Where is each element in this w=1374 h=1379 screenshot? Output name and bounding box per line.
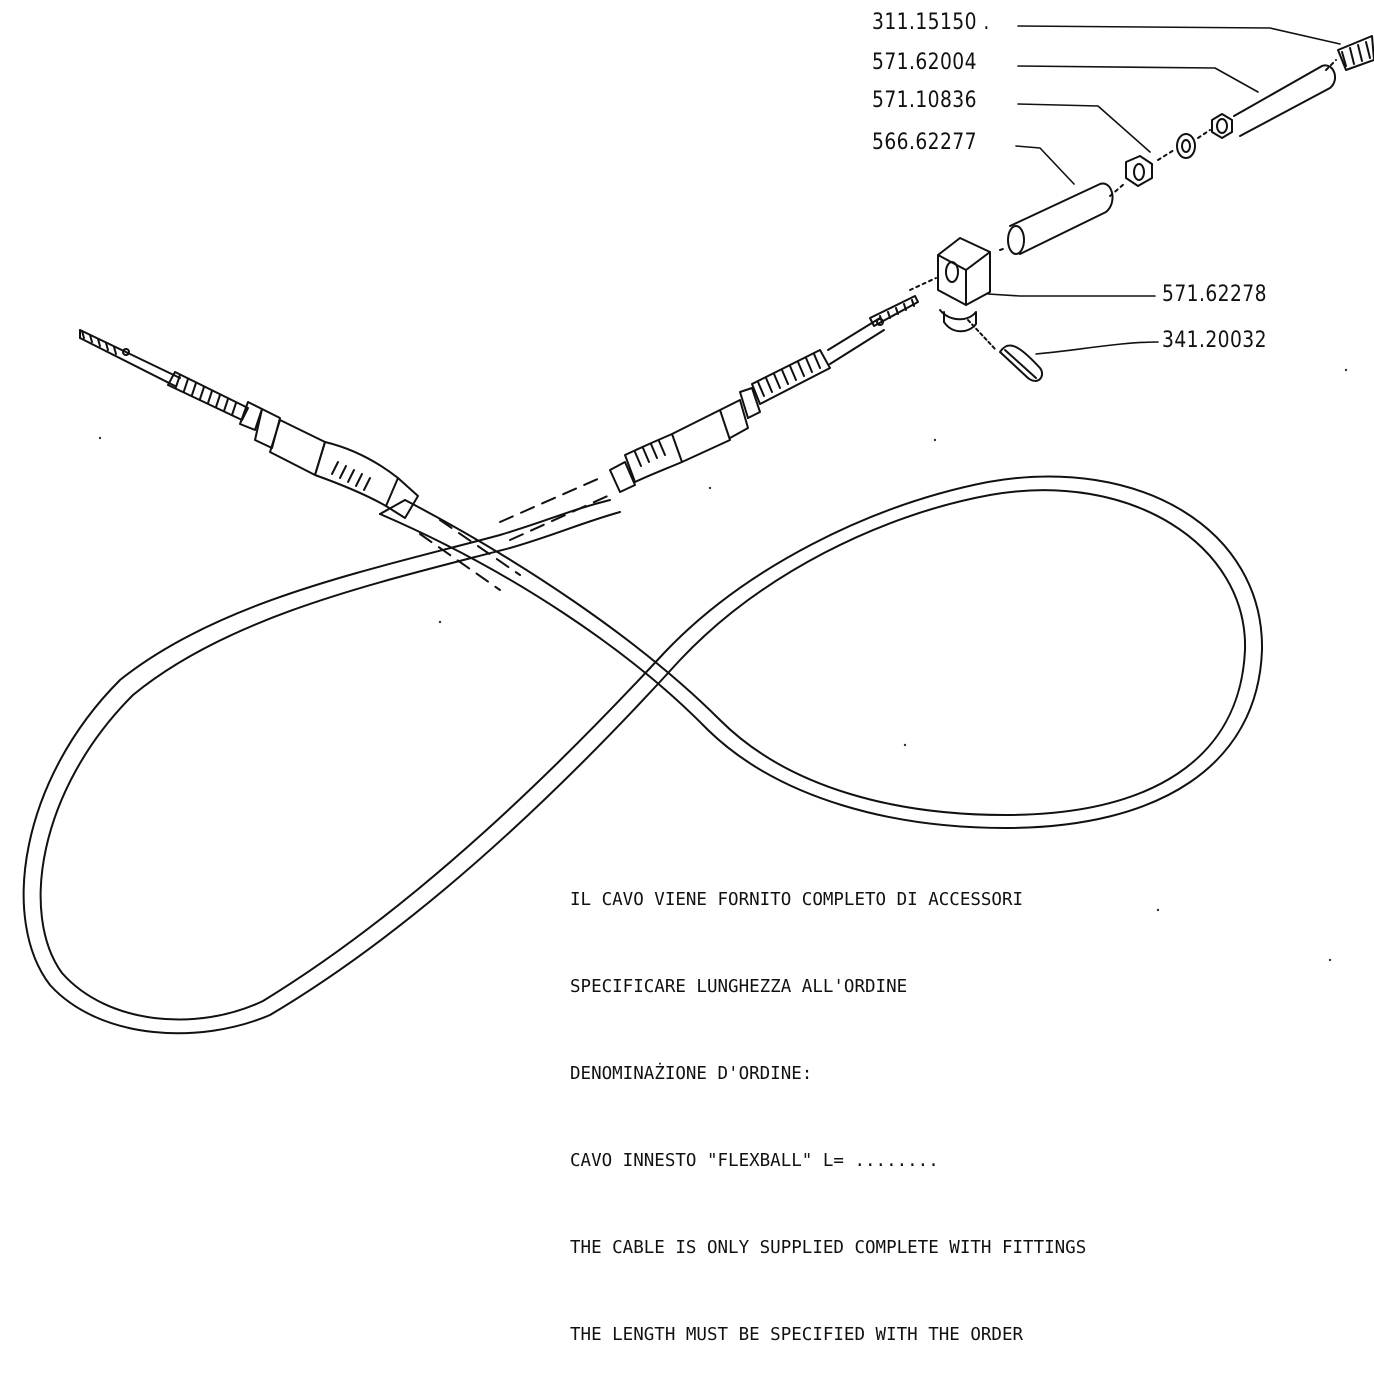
part-label-571-62004: 571.62004	[872, 50, 977, 75]
leader-lines	[987, 25, 1341, 355]
part-label-311-15150: 311.15150 .	[872, 10, 990, 35]
note-line: DENOMINAŻIONE D'ORDINE:	[570, 1064, 813, 1084]
left-cable-end	[79, 329, 419, 519]
sleeve	[999, 182, 1114, 255]
rod	[1233, 64, 1337, 137]
right-cable-end	[609, 295, 919, 493]
specks	[98, 368, 1348, 962]
split-pin	[999, 344, 1044, 382]
note-line: THE LENGTH MUST BE SPECIFIED WITH THE OR…	[570, 1325, 1024, 1345]
note-line: IL CAVO VIENE FORNITO COMPLETO DI ACCESS…	[570, 890, 1024, 910]
order-notes: IL CAVO VIENE FORNITO COMPLETO DI ACCESS…	[570, 828, 1086, 1379]
part-label-571-10836: 571.10836	[872, 88, 977, 113]
note-line: CAVO INNESTO "FLEXBALL" L= ........	[570, 1151, 939, 1171]
drawing-sheet: 311.15150 . 571.62004 571.10836 566.6227…	[22, 10, 1374, 1345]
cable-loop	[22, 475, 1264, 1035]
clevis-block	[909, 237, 997, 351]
cable-drawing	[22, 25, 1374, 1035]
part-label-341-20032: 341.20032	[1162, 328, 1267, 353]
screw	[1325, 35, 1374, 71]
note-line: THE CABLE IS ONLY SUPPLIED COMPLETE WITH…	[570, 1238, 1087, 1258]
part-label-566-62277: 566.62277	[872, 130, 977, 155]
note-line: SPECIFICARE LUNGHEZZA ALL'ORDINE	[570, 977, 908, 997]
small-nut	[1197, 113, 1233, 139]
cable-hidden-section	[419, 477, 613, 591]
part-label-571-62278: 571.62278	[1162, 282, 1267, 307]
nut	[1109, 155, 1153, 197]
washer	[1157, 133, 1196, 161]
